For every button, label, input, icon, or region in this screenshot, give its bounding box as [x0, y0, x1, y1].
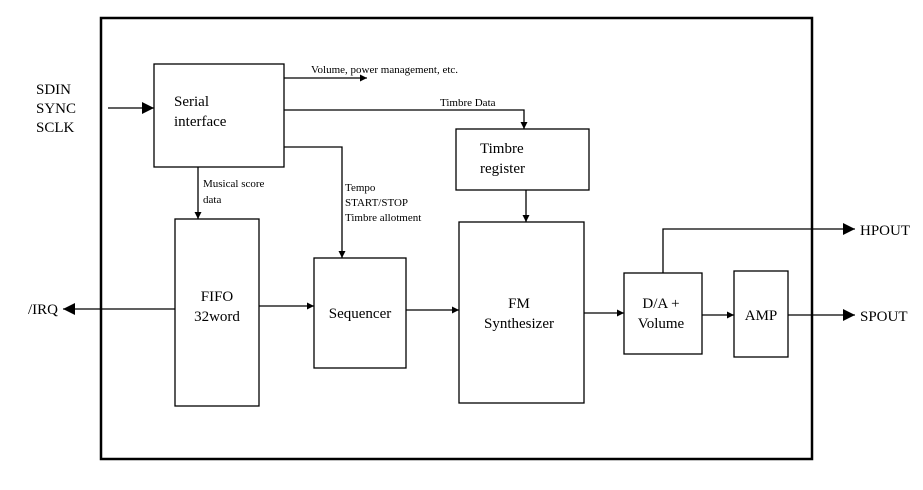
irq-label: /IRQ	[28, 302, 58, 318]
timbre-register-label-line1: Timbre	[480, 141, 524, 157]
sclk-label: SCLK	[36, 120, 75, 136]
sdin-label: SDIN	[36, 82, 71, 98]
timbre-data-label: Timbre Data	[440, 97, 496, 109]
hpout-arrow	[662, 223, 855, 273]
sequencer-label: Sequencer	[329, 306, 391, 322]
da-volume-block	[623, 272, 703, 355]
serial-label-line2: interface	[174, 114, 227, 130]
volume-signal-label: Volume, power management, etc.	[311, 64, 458, 76]
da-label-line1: D/A +	[642, 296, 679, 312]
spout-label: SPOUT	[860, 309, 908, 325]
sequencer-block	[313, 257, 407, 369]
fm-label-line2: Synthesizer	[484, 316, 554, 332]
tempo-arrow	[284, 146, 346, 258]
musical-score-label-line2: data	[203, 194, 221, 206]
musical-score-label-line1: Musical score	[203, 178, 265, 190]
timbre-register-block	[455, 128, 590, 191]
fifo-block	[174, 218, 260, 407]
tempo-label-line1: Tempo	[345, 182, 376, 194]
amp-label: AMP	[745, 308, 778, 324]
timbre-register-label-line2: register	[480, 161, 525, 177]
fifo-label-line2: 32word	[194, 309, 240, 325]
fifo-label-line1: FIFO	[201, 289, 234, 305]
fm-label-line1: FM	[508, 296, 530, 312]
serial-label-line1: Serial	[174, 94, 209, 110]
chip-boundary	[99, 16, 814, 461]
tempo-label-line2: START/STOP	[345, 197, 408, 209]
fm-synthesizer-block	[458, 221, 585, 404]
timbre-data-arrow	[284, 109, 528, 129]
amp-block	[733, 270, 789, 358]
tempo-label-line3: Timbre allotment	[345, 212, 421, 224]
sync-label: SYNC	[36, 101, 76, 117]
serial-interface-block	[153, 63, 285, 168]
da-label-line2: Volume	[638, 316, 685, 332]
hpout-label: HPOUT	[860, 223, 910, 239]
